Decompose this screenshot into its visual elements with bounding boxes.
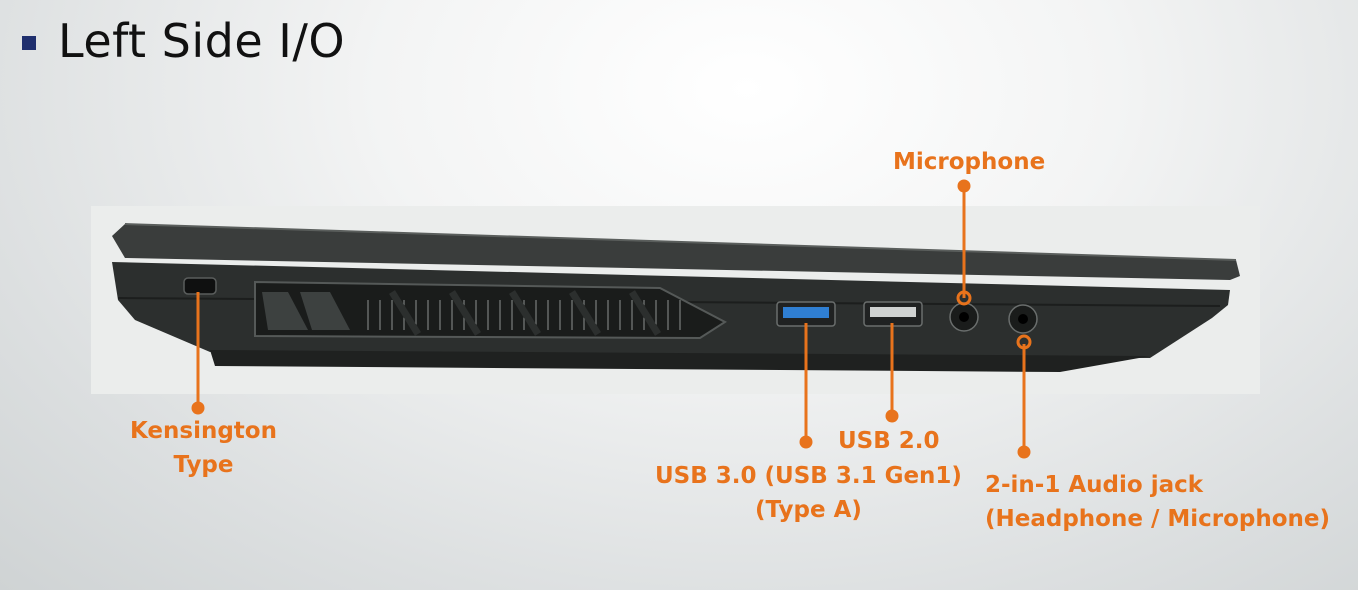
audio-callout-dot xyxy=(1017,445,1031,459)
microphone-callout-dot xyxy=(957,179,971,193)
audio-jack-ring xyxy=(1016,334,1032,350)
usb2-callout-dot xyxy=(885,409,899,423)
usb2-port xyxy=(863,301,923,327)
kensington-slot xyxy=(183,277,217,295)
kensington-callout-dot xyxy=(191,401,205,415)
microphone-jack-ring xyxy=(956,290,972,306)
lid-edge-highlight xyxy=(124,223,1237,261)
audio-jack-label: 2-in-1 Audio jack (Headphone / Microphon… xyxy=(985,472,1331,532)
microphone-jack xyxy=(949,302,979,332)
microphone-label: Microphone xyxy=(893,149,1046,175)
usb3-label: USB 3.0 (USB 3.1 Gen1) (Type A) xyxy=(655,463,962,523)
usb2-label: USB 2.0 xyxy=(838,428,940,454)
usb3-callout-dot xyxy=(799,435,813,449)
vent-grille xyxy=(254,280,727,340)
laptop-lid xyxy=(112,224,1240,280)
audio-jack xyxy=(1008,304,1038,334)
kensington-label: Kensington Type xyxy=(130,418,277,478)
bullet-square-icon xyxy=(22,36,36,50)
slide-header: Left Side I/O xyxy=(22,14,345,68)
laptop-bottom xyxy=(210,350,1150,372)
slide-title: Left Side I/O xyxy=(58,14,346,68)
usb3-port xyxy=(776,301,836,327)
